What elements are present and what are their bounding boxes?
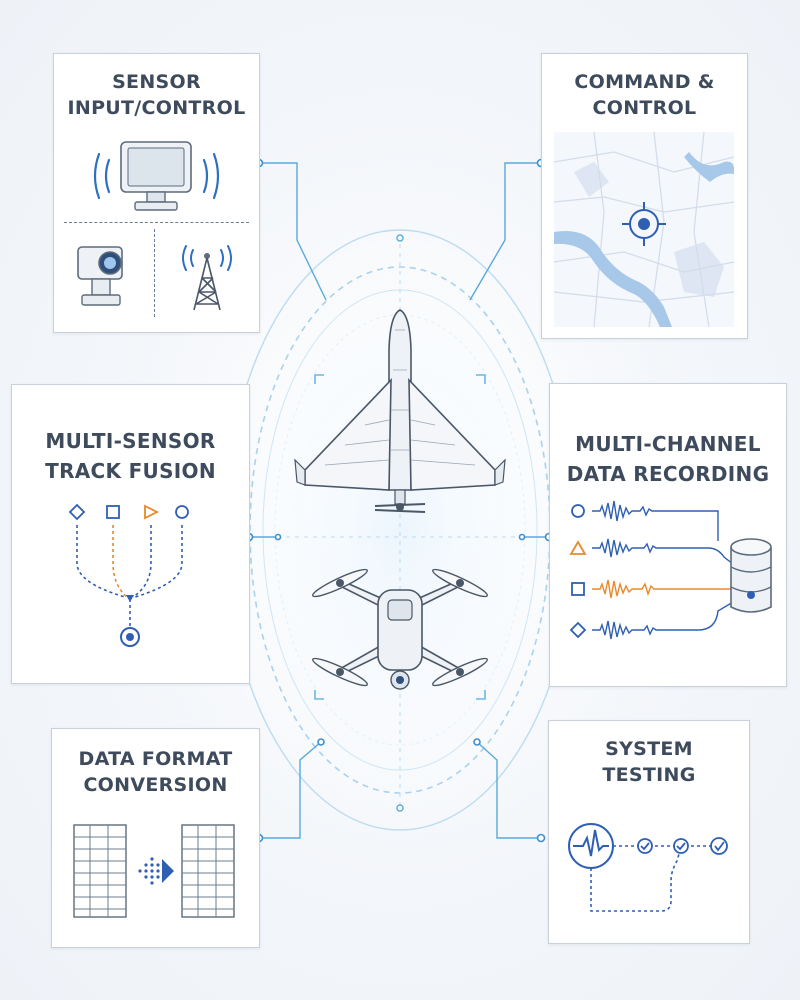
command-control-panel: COMMAND & CONTROL [541,53,748,339]
format-conversion-title-line1: DATA FORMAT [78,748,233,770]
check-icon [673,838,689,854]
panel-divider-v [154,229,155,317]
command-control-title-line1: COMMAND & [574,71,715,93]
system-testing-title-line1: SYSTEM [605,738,693,760]
data-table-icon [73,824,127,918]
testing-diagram [568,823,728,912]
fixed-wing-drone-icon [294,309,506,513]
track-fusion-title-line2: TRACK FUSION [45,459,216,483]
quadcopter-drone-icon [312,568,488,690]
radio-tower-icon [182,245,232,311]
data-table-icon [181,824,235,918]
triangle-icon [569,540,587,555]
recording-diagram [569,500,772,640]
display-unit-icon [93,141,220,211]
diamond-icon [569,621,587,639]
data-recording-panel: MULTI-CHANNEL DATA RECORDING [549,383,787,687]
check-icon [637,838,653,854]
check-icon [710,837,728,855]
track-fusion-title: MULTI-SENSOR TRACK FUSION [12,426,249,486]
sensor-input-title-line2: INPUT/CONTROL [67,97,246,119]
database-icon [730,538,772,613]
track-fusion-panel: MULTI-SENSOR TRACK FUSION [11,384,250,684]
format-conversion-panel: DATA FORMAT CONVERSION [51,728,260,948]
conversion-diagram [73,824,235,918]
circle-icon [175,505,189,519]
data-recording-title-line1: MULTI-CHANNEL [575,432,761,456]
system-testing-panel: SYSTEM TESTING [548,720,750,944]
data-recording-title-line2: DATA RECORDING [566,462,770,486]
system-testing-title-line2: TESTING [602,764,696,786]
diamond-icon [68,503,86,521]
map-target-icon [553,131,735,328]
square-icon [106,505,120,519]
sensor-input-panel: SENSOR INPUT/CONTROL [53,53,260,333]
river-shape [554,231,672,327]
track-fusion-title-line1: MULTI-SENSOR [45,429,216,453]
format-conversion-title-line2: CONVERSION [83,774,228,796]
camera-turret-icon [77,246,123,306]
circle-icon [571,504,585,518]
command-control-title-line2: CONTROL [592,97,697,119]
system-testing-title: SYSTEM TESTING [549,736,749,788]
square-icon [571,582,585,596]
command-control-title: COMMAND & CONTROL [542,69,747,121]
fusion-diagram [68,503,189,647]
format-conversion-title: DATA FORMAT CONVERSION [52,746,259,798]
sensor-input-title-line1: SENSOR [112,71,201,93]
arrow-right-icon [138,857,174,885]
sensor-input-title: SENSOR INPUT/CONTROL [54,69,259,121]
panel-divider-h [64,222,249,223]
triangle-icon [144,504,160,520]
data-recording-title: MULTI-CHANNEL DATA RECORDING [550,429,786,489]
